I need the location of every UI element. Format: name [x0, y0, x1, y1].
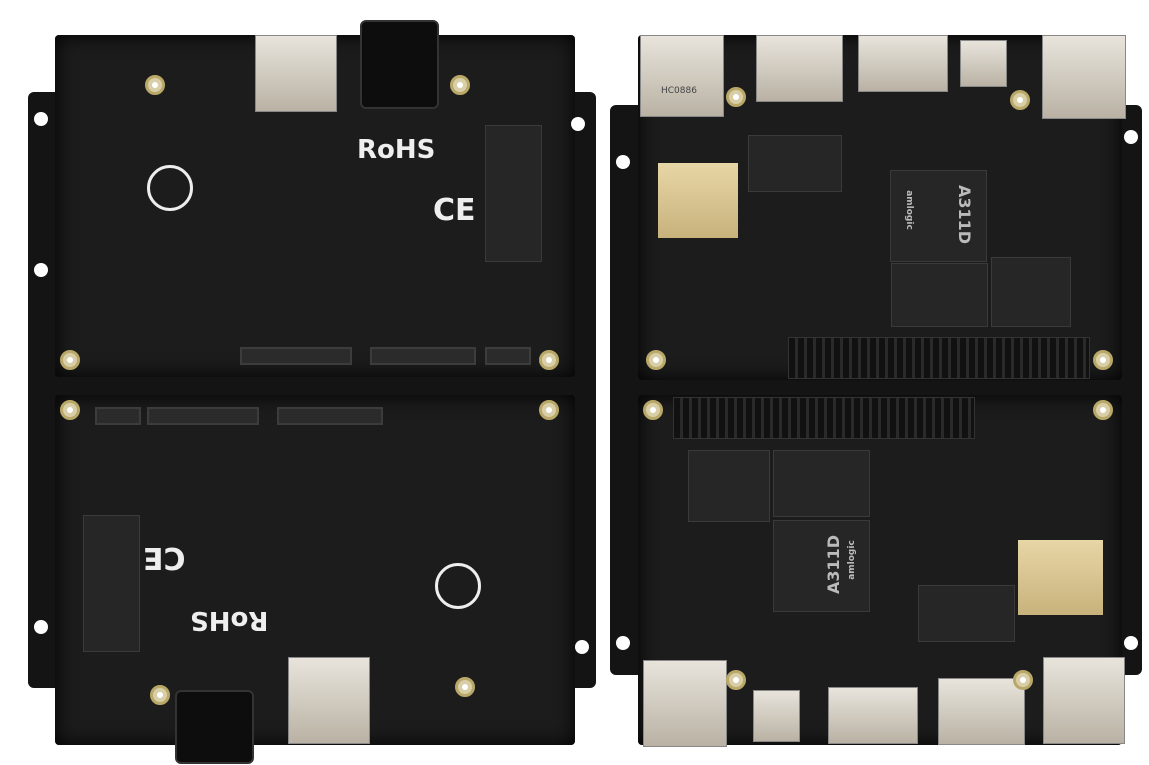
- ram-chip: [891, 263, 988, 327]
- ffc-connector: [485, 347, 531, 365]
- soc-brand: amlogic: [846, 540, 857, 580]
- rohs-label: RoHS: [357, 135, 436, 165]
- emmc-chip: [748, 135, 842, 192]
- mount-hole: [150, 685, 170, 705]
- plate-hole: [616, 155, 630, 169]
- right-top-board: HC0886 A311D amlogic: [638, 35, 1126, 380]
- mount-hole: [646, 350, 666, 370]
- mount-hole: [1010, 90, 1030, 110]
- gpio-header: [788, 337, 1090, 379]
- plate-hole: [34, 263, 48, 277]
- plate-hole: [1124, 636, 1138, 650]
- ffc-connector: [95, 407, 141, 425]
- microsd-slot: [288, 657, 370, 744]
- gpio-header: [673, 397, 975, 439]
- usb-label: HC0886: [661, 86, 697, 96]
- usb-c-port: [753, 690, 800, 742]
- plate-hole: [616, 636, 630, 650]
- m2-slot: [485, 125, 542, 262]
- plate-hole: [575, 640, 589, 654]
- mount-hole: [643, 400, 663, 420]
- ethernet-port: [756, 35, 843, 102]
- mount-hole: [1093, 350, 1113, 370]
- soc-brand: amlogic: [903, 190, 914, 230]
- plate-hole: [34, 112, 48, 126]
- left-top-board: RoHS CE: [55, 20, 575, 377]
- ethernet-port: [175, 690, 254, 764]
- ethernet-port: [938, 678, 1025, 745]
- soc-chip: A311D amlogic: [890, 170, 987, 262]
- plate-hole: [1124, 130, 1138, 144]
- mount-hole: [450, 75, 470, 95]
- hdmi-port: [828, 687, 918, 744]
- ram-chip: [991, 257, 1071, 327]
- mount-hole: [145, 75, 165, 95]
- wifi-module: [1018, 540, 1103, 615]
- emmc-chip: [918, 585, 1015, 642]
- usb-port: [1042, 35, 1126, 119]
- mount-hole: [455, 677, 475, 697]
- usb-port: HC0886: [640, 35, 724, 117]
- mount-hole: [539, 400, 559, 420]
- microsd-slot: [255, 35, 337, 112]
- ffc-connector: [277, 407, 383, 425]
- mount-hole: [1013, 670, 1033, 690]
- hdmi-port: [858, 35, 948, 92]
- mount-hole: [539, 350, 559, 370]
- mount-hole: [1093, 400, 1113, 420]
- ffc-connector: [147, 407, 259, 425]
- right-bottom-board: A311D amlogic: [638, 395, 1125, 747]
- usb-port: [643, 660, 727, 747]
- pb-free-icon: [147, 165, 193, 211]
- m2-slot: [83, 515, 140, 652]
- ram-chip: [688, 450, 770, 522]
- plate-hole: [571, 117, 585, 131]
- soc-label: A311D: [824, 534, 844, 595]
- usb-c-port: [960, 40, 1007, 87]
- usb-port: [1043, 657, 1125, 744]
- mount-hole: [726, 87, 746, 107]
- ffc-connector: [370, 347, 476, 365]
- mount-hole: [726, 670, 746, 690]
- ce-mark: CE: [143, 540, 186, 575]
- soc-label: A311D: [955, 184, 975, 245]
- ffc-connector: [240, 347, 352, 365]
- rohs-label: RoHS: [190, 605, 269, 635]
- pb-free-icon: [435, 563, 481, 609]
- soc-chip: A311D amlogic: [773, 520, 870, 612]
- plate-hole: [34, 620, 48, 634]
- ram-chip: [773, 450, 870, 517]
- mount-hole: [60, 350, 80, 370]
- left-bottom-board: RoHS CE: [55, 395, 575, 764]
- ce-mark: CE: [433, 193, 476, 228]
- wifi-module: [658, 163, 738, 238]
- mount-hole: [60, 400, 80, 420]
- ethernet-port: [360, 20, 439, 109]
